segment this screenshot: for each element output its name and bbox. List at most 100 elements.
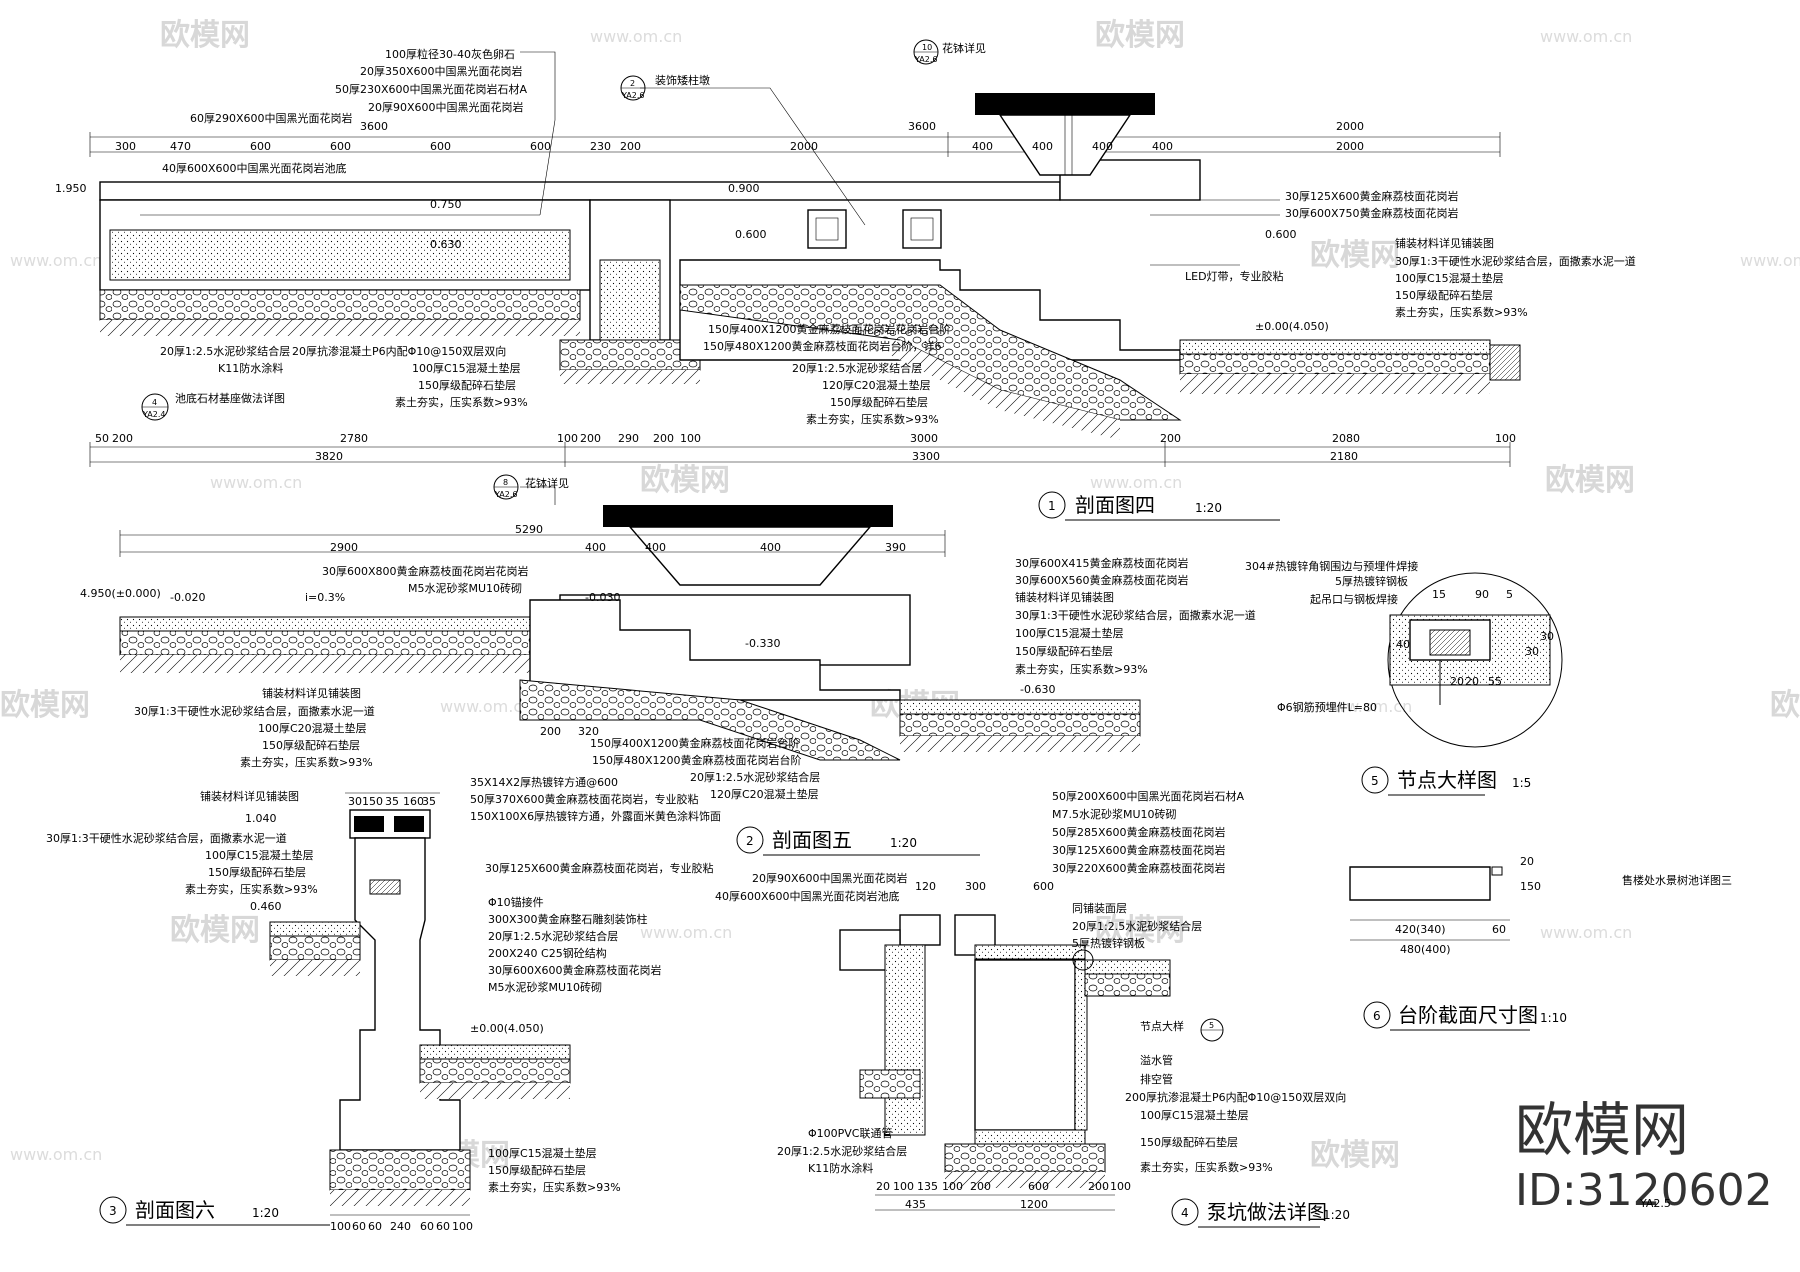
svg-text:30厚125X600黄金麻荔枝面花岗岩: 30厚125X600黄金麻荔枝面花岗岩	[1052, 843, 1226, 857]
svg-text:30: 30	[1525, 645, 1539, 658]
sec2-title-marker	[736, 826, 764, 854]
sec1-top-dim-ticks	[89, 132, 1501, 157]
svg-text:150厚400X1200黄金麻荔枝面花岗岩台阶: 150厚400X1200黄金麻荔枝面花岗岩台阶	[590, 736, 800, 750]
svg-text:铺装材料详见铺装图: 铺装材料详见铺装图	[1395, 236, 1494, 250]
svg-text:Φ10锚接件: Φ10锚接件	[488, 895, 544, 909]
brand-id: ID:3120602	[1515, 1165, 1773, 1216]
svg-text:花钵详见: 花钵详见	[525, 476, 569, 490]
svg-text:30厚220X600黄金麻荔枝面花岗岩: 30厚220X600黄金麻荔枝面花岗岩	[1052, 861, 1226, 875]
svg-text:35X14X2厚热镀锌方通@600: 35X14X2厚热镀锌方通@600	[470, 775, 618, 789]
svg-text:1:20: 1:20	[1323, 1208, 1350, 1222]
svg-text:5290: 5290	[515, 523, 543, 536]
svg-text:5: 5	[1506, 588, 1513, 601]
svg-text:±0.00(4.050): ±0.00(4.050)	[1255, 320, 1329, 333]
watermark-url: www.om.cn	[210, 473, 302, 492]
svg-text:200: 200	[620, 140, 641, 153]
svg-text:435: 435	[905, 1198, 926, 1211]
watermark-url: www.om.cn	[640, 923, 732, 942]
watermark-brand: 欧模网	[1310, 238, 1400, 273]
sec6-title: 台阶截面尺寸图	[1398, 1003, 1538, 1027]
section-6-labels: 420(340) 60 480(400) 150 20 6 台阶截面尺寸图 1:…	[1363, 855, 1567, 1031]
watermark-brand: 欧模网	[1545, 463, 1635, 498]
sec4-title: 泵坑做法详图	[1207, 1200, 1327, 1224]
sec5-title: 节点大样图	[1397, 768, 1497, 792]
svg-text:400: 400	[760, 541, 781, 554]
svg-text:60厚290X600中国黑光面花岗岩: 60厚290X600中国黑光面花岗岩	[190, 111, 353, 125]
watermark-brand: 欧模网	[0, 688, 90, 723]
svg-text:90: 90	[1475, 588, 1489, 601]
sec1-pool-base	[109, 229, 571, 281]
svg-text:200X240 C25钢砼结构: 200X240 C25钢砼结构	[488, 946, 607, 960]
svg-text:20厚1:2.5水泥砂浆结合层: 20厚1:2.5水泥砂浆结合层	[777, 1144, 907, 1158]
sec1-coping	[99, 181, 1061, 201]
svg-text:390: 390	[885, 541, 906, 554]
svg-text:300X300黄金麻整石雕刻装饰柱: 300X300黄金麻整石雕刻装饰柱	[488, 912, 648, 926]
svg-text:起吊口与钢板焊接: 起吊口与钢板焊接	[1310, 592, 1398, 606]
svg-text:150厚级配碎石垫层: 150厚级配碎石垫层	[1015, 644, 1113, 658]
svg-text:50: 50	[95, 432, 109, 445]
svg-text:20厚1:2.5水泥砂浆结合层: 20厚1:2.5水泥砂浆结合层	[690, 770, 820, 784]
svg-text:LED灯带，专业胶粘: LED灯带，专业胶粘	[1185, 269, 1284, 283]
svg-text:150厚级配碎石垫层: 150厚级配碎石垫层	[830, 395, 928, 409]
svg-text:100: 100	[1495, 432, 1516, 445]
sec4-pit	[974, 959, 1076, 1131]
svg-text:M5水泥砂浆MU10砖砌: M5水泥砂浆MU10砖砌	[488, 980, 602, 994]
svg-text:150厚级配碎石垫层: 150厚级配碎石垫层	[208, 865, 306, 879]
section-4-drawing	[839, 914, 1171, 1211]
svg-text:1200: 1200	[1020, 1198, 1048, 1211]
section-2-labels: 5290 2900 400 400 400 390 4.950(±0.000) …	[80, 474, 1256, 856]
svg-text:400: 400	[645, 541, 666, 554]
svg-text:K11防水涂料: K11防水涂料	[218, 361, 283, 375]
watermark-url: www.om.cn	[1320, 697, 1412, 716]
svg-text:0.460: 0.460	[250, 900, 282, 913]
svg-text:20厚1:2.5水泥砂浆结合层: 20厚1:2.5水泥砂浆结合层	[1072, 919, 1202, 933]
svg-text:470: 470	[170, 140, 191, 153]
svg-text:300: 300	[115, 140, 136, 153]
section-4-labels: 120 300 600 20 100 135 100 200 600 200 1…	[715, 789, 1350, 1228]
svg-text:600: 600	[250, 140, 271, 153]
svg-text:1: 1	[1048, 499, 1056, 513]
sheet-title: 售楼处水景树池详图三	[1622, 873, 1732, 887]
svg-text:100厚C15混凝土垫层: 100厚C15混凝土垫层	[205, 848, 314, 862]
svg-text:60: 60	[352, 1220, 366, 1233]
svg-text:100: 100	[893, 1180, 914, 1193]
svg-text:200: 200	[970, 1180, 991, 1193]
svg-text:150厚级配碎石垫层: 150厚级配碎石垫层	[1140, 1135, 1238, 1149]
svg-text:5厚热镀锌钢板: 5厚热镀锌钢板	[1072, 936, 1145, 950]
svg-text:100厚C20混凝土垫层: 100厚C20混凝土垫层	[258, 721, 367, 735]
sec5-detail-circle	[1387, 572, 1563, 748]
svg-text:6: 6	[1373, 1009, 1381, 1023]
svg-text:4.950(±0.000): 4.950(±0.000)	[80, 587, 161, 600]
svg-text:20: 20	[1465, 675, 1479, 688]
svg-text:290: 290	[618, 432, 639, 445]
svg-text:2000: 2000	[1336, 140, 1364, 153]
section-6-drawing	[1349, 866, 1510, 941]
svg-text:2: 2	[630, 79, 635, 88]
svg-text:100: 100	[452, 1220, 473, 1233]
watermark-brand: 欧模网	[160, 18, 250, 53]
svg-text:200: 200	[1088, 1180, 1109, 1193]
svg-text:100: 100	[942, 1180, 963, 1193]
svg-text:150厚级配碎石垫层: 150厚级配碎石垫层	[488, 1163, 586, 1177]
svg-text:40: 40	[1396, 638, 1410, 651]
watermark-url: www.om.cn	[1740, 251, 1800, 270]
svg-text:铺装材料详见铺装图: 铺装材料详见铺装图	[1015, 590, 1114, 604]
svg-text:Φ6钢筋预埋件L=80: Φ6钢筋预埋件L=80	[1277, 700, 1377, 714]
section-5-drawing	[1387, 572, 1563, 748]
svg-text:100厚C15混凝土垫层: 100厚C15混凝土垫层	[1015, 626, 1124, 640]
svg-text:1:20: 1:20	[1195, 501, 1222, 515]
svg-text:100: 100	[330, 1220, 351, 1233]
svg-text:20厚90X600中国黑光面花岗岩: 20厚90X600中国黑光面花岗岩	[368, 100, 524, 114]
svg-text:YA2.6: YA2.6	[494, 490, 517, 499]
svg-text:3: 3	[109, 1204, 117, 1218]
svg-text:素土夯实，压实系数>93%: 素土夯实，压实系数>93%	[1015, 662, 1148, 676]
svg-text:30厚1:3干硬性水泥砂浆结合层，面撒素水泥一道: 30厚1:3干硬性水泥砂浆结合层，面撒素水泥一道	[46, 831, 287, 845]
sec6-title-marker	[1363, 1001, 1391, 1029]
svg-text:1.040: 1.040	[245, 812, 277, 825]
stray-label: YA2.5	[1639, 1197, 1671, 1210]
section-2-drawing	[119, 486, 1141, 761]
svg-text:300: 300	[965, 880, 986, 893]
sec1-post-icon-b	[902, 209, 942, 249]
svg-text:排空管: 排空管	[1140, 1072, 1173, 1086]
